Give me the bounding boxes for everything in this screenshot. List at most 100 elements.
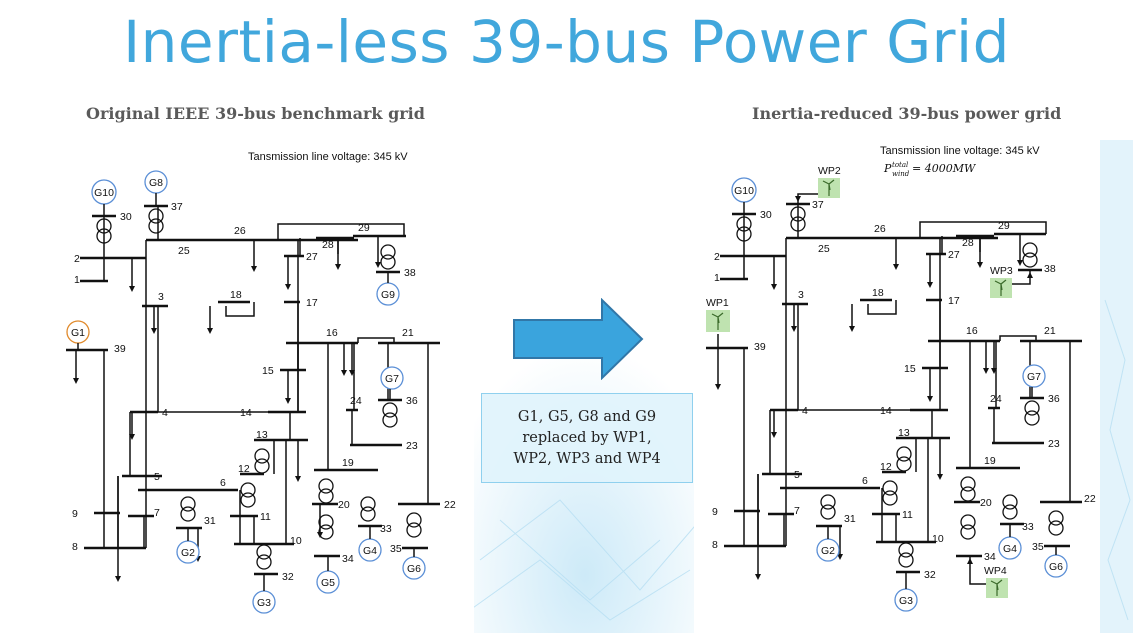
bus-label: 16 [966, 325, 978, 337]
wind-turbine-icon [711, 312, 724, 330]
bus-label: 27 [948, 249, 960, 261]
wp3-connection [1010, 270, 1031, 285]
bus-label: 12 [880, 461, 892, 473]
bus-label: 14 [880, 405, 892, 417]
wind-plant-wp3 [990, 278, 1012, 298]
callout-line: replaced by WP1, [522, 429, 652, 446]
bus-label: 34 [984, 551, 996, 563]
bus-label: 4 [162, 407, 168, 419]
bus-label: 29 [358, 222, 370, 234]
wind-turbine-icon [990, 579, 1003, 596]
bus-label: 33 [380, 523, 392, 535]
wp4-connection [969, 556, 990, 585]
bus-label: 28 [322, 239, 334, 251]
wind-plant-label: WP4 [984, 565, 1007, 577]
transformers [736, 206, 1064, 568]
bus-label: 12 [238, 463, 250, 475]
bus-label: 22 [444, 499, 456, 511]
generator-label: G10 [94, 187, 114, 199]
bus-label: 35 [390, 543, 402, 555]
bus-label: 39 [114, 343, 126, 355]
bus-label: 13 [898, 427, 910, 439]
bus-label: 10 [290, 535, 302, 547]
generator-g7 [1022, 364, 1046, 388]
bus-label: 36 [406, 395, 418, 407]
bus-label: 15 [904, 363, 916, 375]
bus-label: 25 [178, 245, 190, 257]
bus-label: 33 [1022, 521, 1034, 533]
bus-label: 38 [404, 267, 416, 279]
right-subtitle: Inertia-reduced 39-bus power grid [752, 104, 1062, 123]
bus-label: 28 [962, 237, 974, 249]
bus-label: 7 [154, 507, 160, 519]
bus-label: 30 [760, 209, 772, 221]
bus-label: 38 [1044, 263, 1056, 275]
bus-label: 26 [234, 225, 246, 237]
bus-label: 31 [844, 513, 856, 525]
bus-label: 5 [154, 471, 160, 483]
wind-symbol-sup: total [892, 161, 908, 169]
transmission-lines [103, 206, 429, 548]
bus-label: 11 [902, 509, 913, 521]
bus-label: 2 [74, 253, 80, 265]
generator-label: G4 [363, 545, 377, 557]
bus-label: 2 [714, 251, 720, 263]
bus-label: 31 [204, 515, 216, 527]
transformers [96, 208, 422, 570]
bus-label: 9 [72, 508, 78, 520]
bus-label: 27 [306, 251, 318, 263]
bus-label: 1 [74, 274, 80, 286]
bus-label: 11 [260, 511, 271, 523]
wind-turbine-icon [994, 279, 1007, 296]
generator-label: G6 [1049, 561, 1063, 573]
bus-label: 16 [326, 327, 338, 339]
bus-label: 18 [872, 287, 884, 299]
bus-label: 34 [342, 553, 354, 565]
generator-label: G1 [71, 327, 85, 339]
bus-label: 26 [874, 223, 886, 235]
bus-label: 1 [714, 272, 720, 284]
generator-label: G5 [321, 577, 335, 589]
bus-label: 22 [1084, 493, 1096, 505]
bus-label: 35 [1032, 541, 1044, 553]
bus-label: 32 [924, 569, 936, 581]
wind-plant-label: WP3 [990, 265, 1013, 277]
wind-symbol-sub: wind [892, 170, 910, 178]
wind-plant-wp2 [818, 178, 840, 198]
wind-symbol: P [883, 162, 892, 175]
voltage-label: Tansmission line voltage: 345 kV [248, 151, 408, 163]
transmission-lines [743, 204, 1071, 546]
bus-label: 37 [171, 201, 183, 213]
generator-label: G8 [149, 177, 163, 189]
generator-label: G9 [381, 289, 395, 301]
bus-label: 18 [230, 289, 242, 301]
bus-label: 4 [802, 405, 808, 417]
bus-label: 13 [256, 429, 268, 441]
bus-label: 19 [342, 457, 354, 469]
voltage-label: Tansmission line voltage: 345 kV [880, 145, 1040, 157]
inertia-reduced-grid-diagram: Tansmission line voltage: 345 kV P total… [694, 138, 1099, 633]
replacement-callout: G1, G5, G8 and G9 replaced by WP1, WP2, … [481, 393, 693, 483]
wind-plant-wp4 [986, 578, 1008, 598]
bus-label: 6 [862, 475, 868, 487]
bus-label: 14 [240, 407, 252, 419]
transform-arrow-icon [513, 298, 644, 380]
bus-label: 23 [406, 440, 418, 452]
bus-label: 9 [712, 506, 718, 518]
generator-label: G2 [181, 547, 195, 559]
wind-power-formula: P total wind = 4000MW [883, 161, 977, 178]
generator-label: G7 [1027, 371, 1041, 383]
load-arrows [75, 236, 379, 576]
wind-power-value: = 4000MW [912, 162, 977, 175]
generator-label: G3 [899, 595, 913, 607]
bus-label: 21 [1044, 325, 1056, 337]
generator-g7 [380, 366, 404, 390]
bus-label: 17 [948, 295, 960, 307]
callout-line: G1, G5, G8 and G9 [517, 408, 657, 425]
callout-line: WP2, WP3 and WP4 [513, 450, 661, 467]
bus-label: 32 [282, 571, 294, 583]
bus-label: 15 [262, 365, 274, 377]
bus-label: 24 [350, 395, 362, 407]
generator-label: G3 [257, 597, 271, 609]
bus-label: 36 [1048, 393, 1060, 405]
